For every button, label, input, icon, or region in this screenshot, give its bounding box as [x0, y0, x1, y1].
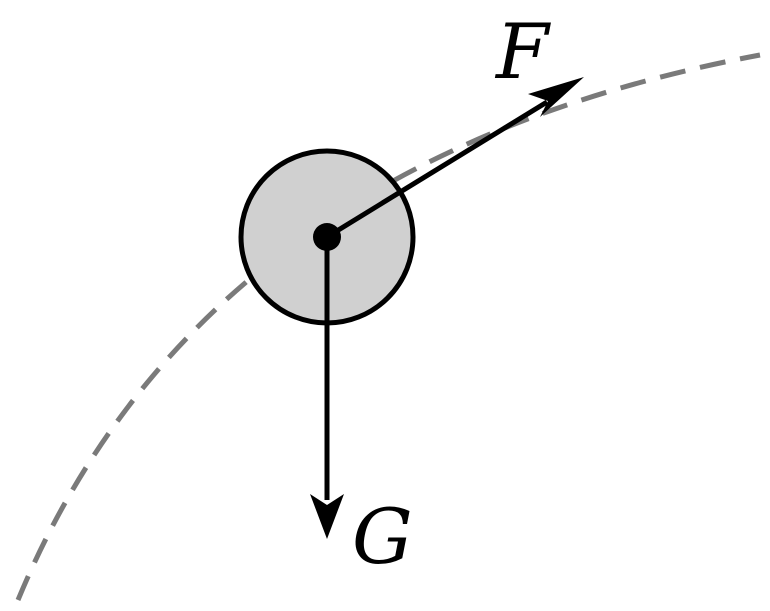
center-point	[313, 223, 341, 251]
force-f-label: F	[494, 7, 551, 96]
force-f-shaft	[325, 99, 549, 240]
force-g-arrowhead	[310, 494, 344, 539]
force-f-arrowhead	[528, 77, 584, 117]
force-g-label: G	[352, 492, 413, 581]
